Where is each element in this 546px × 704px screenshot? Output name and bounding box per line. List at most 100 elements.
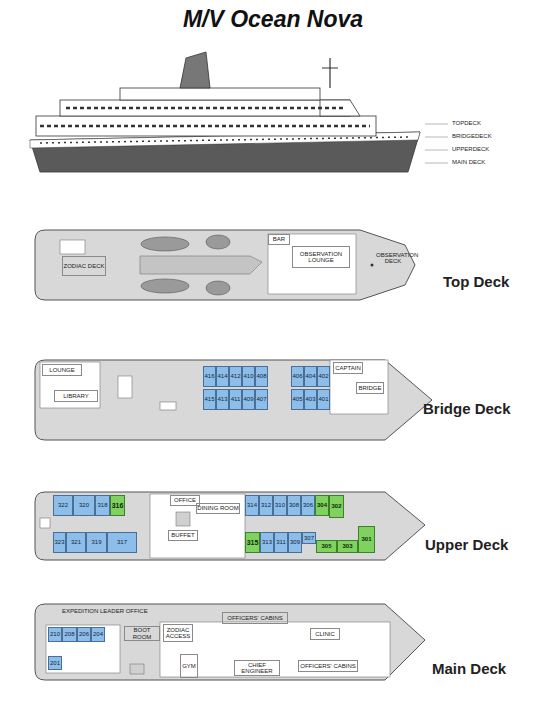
room-label: 412 bbox=[230, 373, 240, 379]
mast-yard bbox=[322, 68, 338, 69]
room-label: 416 bbox=[204, 373, 214, 379]
room-label: 303 bbox=[342, 543, 352, 549]
cabin-box: 416 bbox=[203, 366, 216, 387]
room-label: 401 bbox=[318, 396, 328, 402]
room-label: 402 bbox=[318, 373, 328, 379]
room-label: 403 bbox=[305, 396, 315, 402]
room-label: 323 bbox=[54, 539, 64, 545]
lifeboat bbox=[206, 281, 230, 295]
room-label: 312 bbox=[261, 502, 271, 508]
upper-superstructure bbox=[36, 116, 376, 136]
room-label: 302 bbox=[331, 503, 341, 509]
dining-room bbox=[150, 494, 245, 558]
room-box: ZODIAC DECK bbox=[62, 256, 106, 276]
room-box: LOUNGE bbox=[42, 364, 82, 376]
deck-name: Top Deck bbox=[443, 274, 509, 290]
observation-room bbox=[268, 234, 356, 294]
room-label: OFFICERS' CABINS bbox=[227, 615, 283, 621]
window-row bbox=[40, 125, 370, 128]
room-label: GYM bbox=[182, 663, 196, 669]
room-label: BAR bbox=[273, 236, 285, 242]
room-label: 320 bbox=[79, 502, 89, 508]
room-box: BRIDGE bbox=[356, 382, 384, 394]
room-label: 305 bbox=[321, 543, 331, 549]
room-label: BUFFET bbox=[171, 532, 194, 538]
room-label: OBSERVATION LOUNGE bbox=[293, 251, 349, 264]
window-row bbox=[66, 107, 345, 110]
mast-dot bbox=[371, 264, 374, 267]
cabin-box: 323 bbox=[53, 532, 66, 553]
room-label: BOOT ROOM bbox=[125, 627, 159, 640]
room-label: 414 bbox=[217, 373, 227, 379]
room-label: 210 bbox=[50, 631, 60, 637]
bridge-superstructure bbox=[60, 100, 350, 116]
cabin-box: 408 bbox=[255, 366, 268, 387]
room-label: 411 bbox=[231, 396, 241, 402]
room-label: 309 bbox=[290, 539, 300, 545]
cabin-box: 301 bbox=[358, 526, 375, 553]
room-box: GYM bbox=[180, 654, 198, 678]
cabin-box: 406 bbox=[291, 366, 304, 387]
cabin-box: 206 bbox=[77, 627, 91, 642]
cabin-box: 403 bbox=[304, 389, 317, 410]
room-label: 317 bbox=[117, 539, 127, 545]
bridge-deck-details bbox=[40, 360, 388, 414]
cabin-box: 318 bbox=[95, 495, 110, 516]
cabin-box: 407 bbox=[255, 389, 268, 410]
cabin-box: 317 bbox=[107, 532, 137, 553]
cabin-box: 321 bbox=[66, 532, 86, 553]
cabin-box: 415 bbox=[203, 389, 216, 410]
deck-label: OBSERVATION DECK bbox=[376, 252, 410, 265]
top-deck-details bbox=[60, 234, 374, 295]
cabin-box: 320 bbox=[73, 495, 95, 516]
leader-line bbox=[425, 150, 448, 151]
cabin-box: 309 bbox=[288, 532, 302, 553]
room-label: 306 bbox=[303, 502, 313, 508]
lounge-room bbox=[40, 362, 100, 408]
cabin-box: 303 bbox=[337, 540, 358, 553]
room-label: 405 bbox=[292, 396, 302, 402]
stairs bbox=[130, 664, 144, 674]
leader-line bbox=[425, 124, 448, 125]
room-box: OFFICERS' CABINS bbox=[298, 660, 358, 672]
cabin-area bbox=[46, 625, 120, 673]
room-box: BOOT ROOM bbox=[124, 626, 160, 641]
room-box: BAR bbox=[268, 234, 290, 245]
room-label: 208 bbox=[64, 631, 74, 637]
room-label: CHIEF ENGINEER bbox=[235, 662, 279, 675]
cabin-box: 314 bbox=[245, 495, 259, 516]
room-label: 404 bbox=[305, 373, 315, 379]
room-label: OFFICE bbox=[174, 497, 196, 503]
funnel-base bbox=[140, 256, 262, 274]
room-label: ZODIAC DECK bbox=[63, 263, 104, 269]
leader-line bbox=[425, 137, 448, 138]
cabin-box: 201 bbox=[48, 656, 62, 670]
cabin-box: 312 bbox=[259, 495, 273, 516]
room-label: CAPTAIN bbox=[335, 365, 361, 371]
leader-line bbox=[425, 163, 448, 164]
room-box: LIBRARY bbox=[54, 390, 98, 402]
cabin-box: 402 bbox=[317, 366, 330, 387]
room-label: 415 bbox=[204, 396, 214, 402]
cabin-box: 401 bbox=[317, 389, 330, 410]
room-label: 315 bbox=[247, 539, 259, 546]
room-label: BRIDGE bbox=[358, 385, 381, 391]
porthole-row bbox=[40, 137, 410, 143]
room-box: OFFICERS' CABINS bbox=[222, 612, 288, 624]
room-label: 314 bbox=[247, 502, 257, 508]
room-label: ZODIAC ACCESS bbox=[164, 627, 192, 640]
cabin-box: 308 bbox=[287, 495, 301, 516]
cabin-box: 313 bbox=[260, 532, 274, 553]
cabin-box: 307 bbox=[302, 532, 316, 544]
stairs bbox=[40, 518, 50, 528]
title: M/V Ocean Nova bbox=[0, 6, 546, 33]
deck-label: UPPERDECK bbox=[452, 146, 489, 152]
room-label: CLINIC bbox=[315, 631, 335, 637]
zodiac-boat bbox=[141, 237, 189, 251]
room-box: DINING ROOM bbox=[196, 503, 240, 514]
deck-label: MAIN DECK bbox=[452, 159, 485, 165]
cabin-box: 412 bbox=[229, 366, 242, 387]
room-label: 304 bbox=[317, 502, 327, 508]
room-label: 413 bbox=[217, 396, 227, 402]
